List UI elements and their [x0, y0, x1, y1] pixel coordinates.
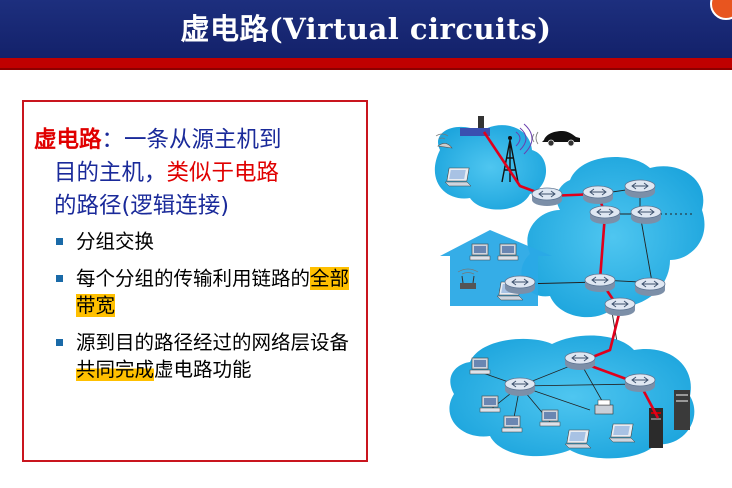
router-icon — [504, 275, 536, 295]
bullet-highlight: 共同完成 — [76, 358, 155, 381]
corner-badge — [710, 0, 732, 20]
router-icon — [624, 373, 656, 393]
definition-line2b: 类似于电路 — [166, 160, 280, 186]
definition-line2a: 目的主机， — [54, 160, 167, 186]
cell-tower-icon — [501, 123, 533, 183]
car-icon — [542, 131, 580, 147]
laptop-icon — [608, 423, 636, 443]
printer-icon — [594, 399, 614, 415]
title-underline-shadow — [0, 68, 732, 70]
router-icon — [582, 185, 614, 205]
router-icon — [584, 273, 616, 293]
desktop-icon — [501, 415, 523, 433]
bullet-list: 分组交换 每个分组的传输利用链路的全部带宽 源到目的路径经过的网络层设备共同完成… — [52, 228, 362, 393]
mobile-network-cloud — [434, 125, 547, 210]
term: 虚电路 — [34, 127, 102, 153]
definition-box: 虚电路：一条从源主机到 目的主机，类似于电路 的路径(逻辑连接) 分组交换 每个… — [22, 100, 368, 462]
bullet-text: 分组交换 — [76, 230, 155, 253]
definition-line1: 一条从源主机到 — [124, 127, 282, 153]
definition-text: 虚电路：一条从源主机到 目的主机，类似于电路 的路径(逻辑连接) — [34, 124, 364, 223]
bullet-item: 每个分组的传输利用链路的全部带宽 — [52, 265, 362, 319]
bullet-text-end: 虚电路功能 — [154, 358, 252, 381]
desktop-icon — [469, 357, 491, 375]
desktop-icon — [479, 395, 501, 413]
router-icon — [624, 179, 656, 199]
bullet-item: 源到目的路径经过的网络层设备共同完成虚电路功能 — [52, 329, 362, 383]
title-underline — [0, 58, 732, 68]
bullet-square-icon — [56, 275, 63, 282]
bullet-square-icon — [56, 339, 63, 346]
desktop-icon — [497, 243, 519, 261]
server-icon — [674, 390, 690, 430]
desktop-icon — [469, 243, 491, 261]
bullet-square-icon — [56, 238, 63, 245]
bullet-item: 分组交换 — [52, 228, 362, 255]
bullet-text: 每个分组的传输利用链路的 — [76, 267, 311, 290]
satellite-dish-icon — [435, 133, 453, 149]
router-icon — [630, 205, 662, 225]
router-icon — [634, 277, 666, 297]
base-station-icon — [460, 128, 490, 136]
laptop-icon — [564, 429, 592, 449]
router-icon — [531, 187, 563, 207]
wireless-ap-icon — [457, 268, 479, 289]
desktop-icon — [539, 409, 561, 427]
router-icon — [589, 205, 621, 225]
router-icon — [604, 297, 636, 317]
bullet-text: 源到目的路径经过的网络层设备 — [76, 331, 350, 354]
definition-line3: 的路径(逻辑连接) — [54, 193, 230, 219]
colon: ： — [101, 127, 125, 153]
slide-title: 虚电路(Virtual circuits) — [180, 12, 552, 46]
institution-cloud — [449, 335, 695, 459]
network-diagram — [434, 116, 705, 459]
laptop-icon — [444, 167, 472, 187]
router-icon — [504, 377, 536, 397]
title-bar: 虚电路(Virtual circuits) — [0, 0, 732, 58]
backbone-cloud — [521, 156, 705, 318]
router-icon — [564, 351, 596, 371]
